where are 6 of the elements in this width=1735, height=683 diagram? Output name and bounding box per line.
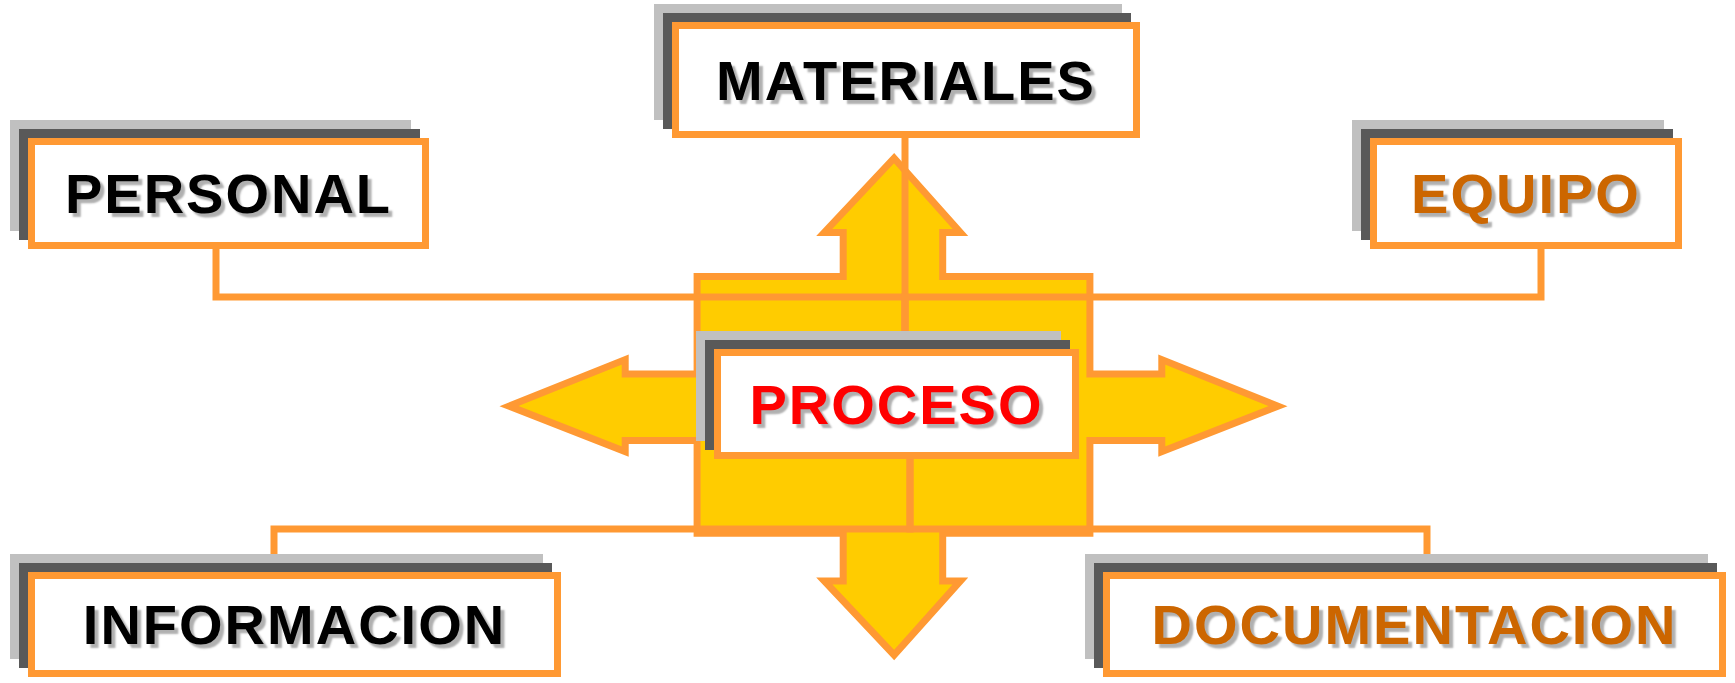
box-label: MATERIALES: [716, 47, 1096, 113]
box-label: PERSONAL: [64, 161, 393, 226]
box-label: PROCESO: [749, 371, 1044, 437]
box-label: EQUIPO: [1411, 161, 1641, 226]
box-label: DOCUMENTACION: [1151, 592, 1678, 657]
box-label: INFORMACION: [82, 592, 507, 657]
